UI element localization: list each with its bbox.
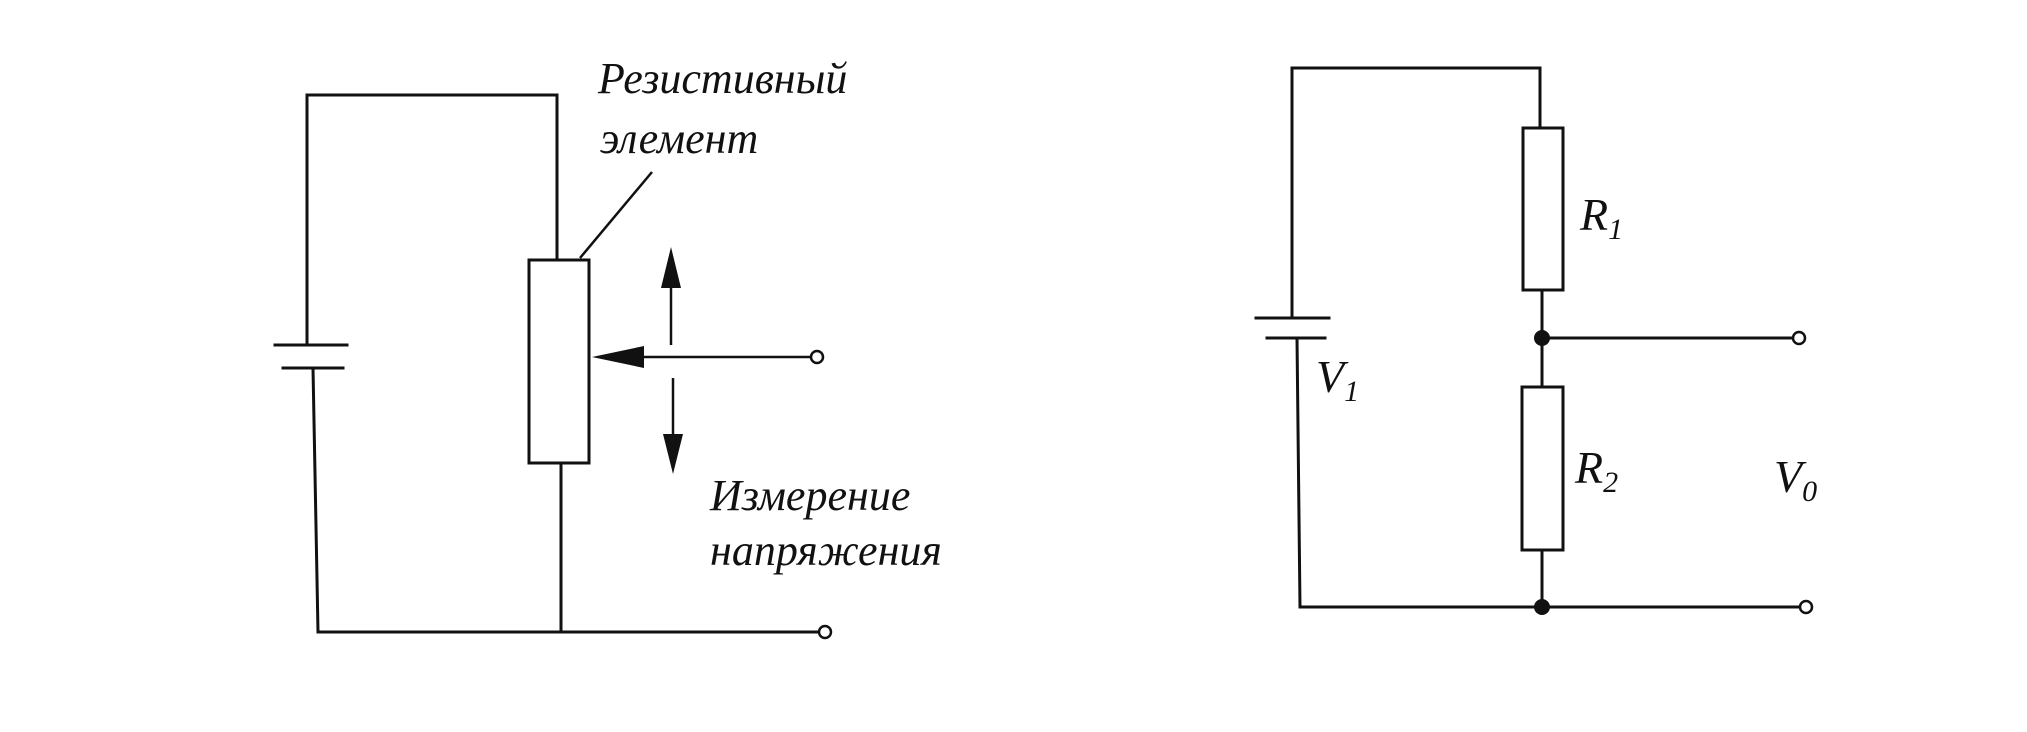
label-leader-line (579, 171, 653, 259)
voltage-divider-circuit: R1 R2 V1 V0 (1254, 66, 1817, 615)
label-measure-line1: Измерение (709, 471, 910, 520)
resistor-r2 (1520, 385, 1565, 552)
label-measure-line2: напряжения (710, 526, 942, 575)
right-terminal-ground (1798, 599, 1814, 615)
left-wire-left-lower (311, 366, 320, 634)
potentiometer-circuit: Резистивный элемент Измерение напряжения (273, 54, 942, 640)
right-terminal-output (1791, 330, 1807, 346)
right-wire-left-lower (1295, 336, 1302, 609)
resistor-r1 (1521, 126, 1565, 292)
label-v0: V0 (1774, 451, 1817, 508)
movement-arrow-down (663, 378, 683, 474)
junction-node-mid (1534, 330, 1550, 346)
wiper-arrow (592, 346, 810, 368)
label-r1: R1 (1579, 189, 1623, 246)
junction-node-bottom (1534, 599, 1550, 615)
label-resistive-line2: элемент (600, 114, 758, 163)
label-r2: R2 (1574, 442, 1618, 499)
battery-symbol-v1 (1254, 316, 1331, 340)
movement-arrow-up (661, 247, 681, 345)
battery-symbol (273, 343, 349, 370)
left-terminal-wiper (809, 349, 825, 365)
label-resistive-line1: Резистивный (597, 54, 847, 103)
left-terminal-ground (817, 624, 833, 640)
resistive-element (527, 258, 591, 465)
label-v1: V1 (1316, 351, 1359, 408)
